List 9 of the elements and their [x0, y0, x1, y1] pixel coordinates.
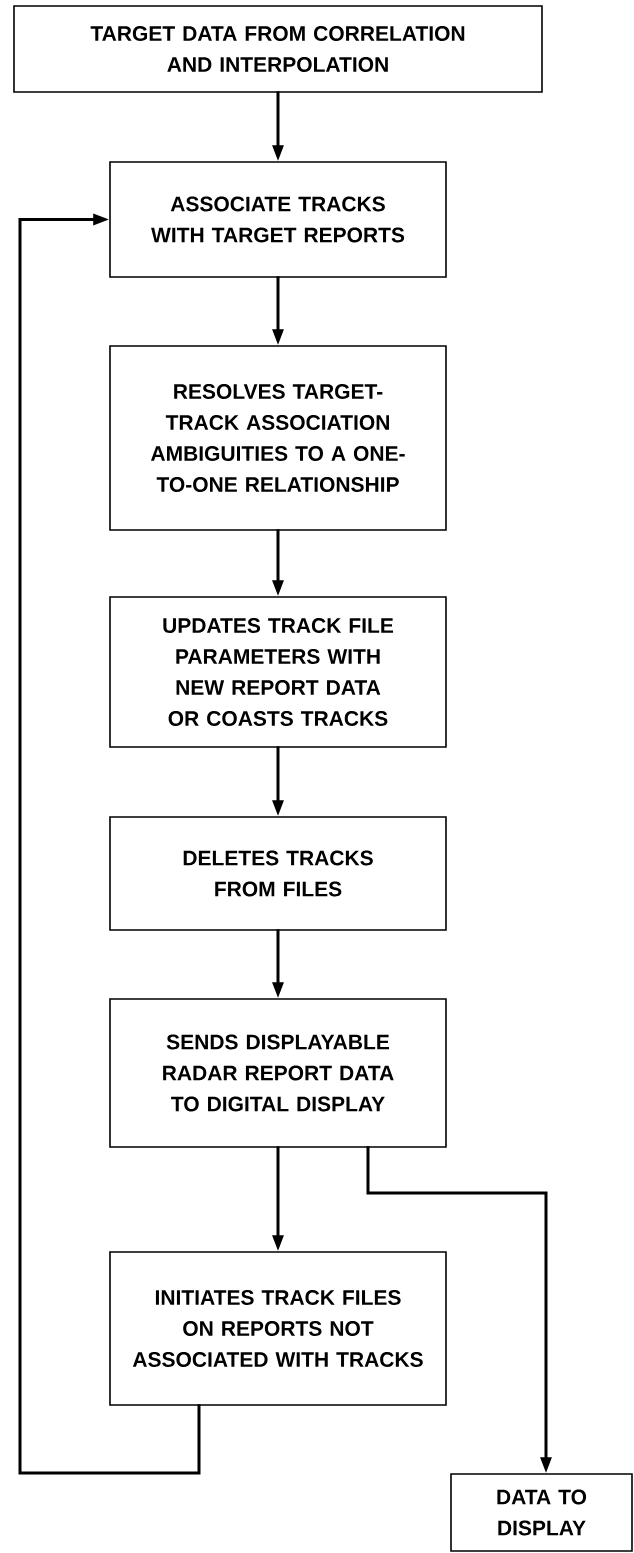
- process-box: RESOLVES TARGET-TRACK ASSOCIATION AMBIGUITIES TO A ONE-TO-ONE RELATIONSHIP: [109, 345, 447, 531]
- process-box: DELETES TRACKS FROM FILES: [109, 816, 447, 931]
- process-box: UPDATES TRACK FILE PARAMETERS WITH NEW REPORT DATA OR COASTS TRACKS: [109, 596, 447, 748]
- process-box: TARGET DATA FROM CORRELATION AND INTERPOLATION: [13, 5, 543, 93]
- process-box: ASSOCIATE TRACKS WITH TARGET REPORTS: [109, 161, 447, 278]
- process-box: DATA TO DISPLAY: [450, 1473, 633, 1552]
- arrow: [18, 213, 201, 1475]
- process-box: INITIATES TRACK FILES ON REPORTS NOT ASSOCIATED WITH TRACKS: [109, 1251, 447, 1406]
- process-box: SENDS DISPLAYABLE RADAR REPORT DATA TO DIGITAL DISPLAY: [109, 998, 447, 1148]
